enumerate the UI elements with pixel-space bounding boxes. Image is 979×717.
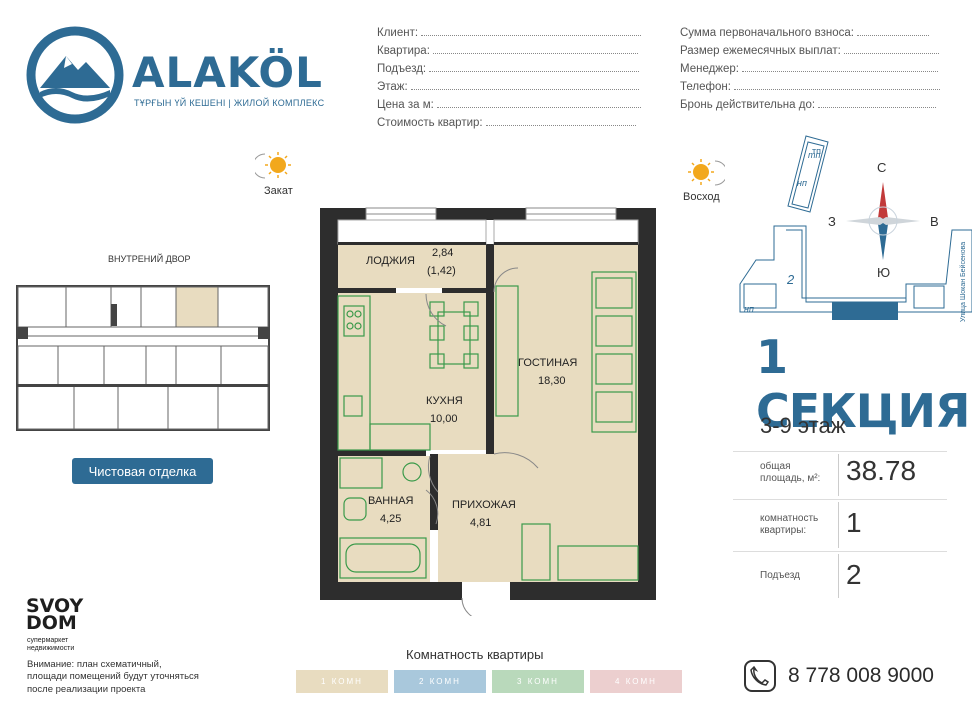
svoy-sub: супермаркет недвижимости (27, 637, 75, 652)
room-loggia-area2: (1,42) (427, 265, 456, 277)
compass-n: С (877, 160, 887, 175)
section-floors: 3-9 этаж (760, 413, 846, 438)
compass-e: В (930, 214, 939, 229)
stat-rooms-value: 1 (846, 507, 862, 538)
room-loggia-area: 2,84 (432, 247, 454, 259)
form-booking: Бронь действительна до: (680, 98, 937, 111)
site-np2: нп (744, 304, 754, 314)
section-title: 1 СЕКЦИЯ (756, 330, 970, 438)
sun-icon (252, 148, 295, 182)
brand-subtitle: ТҰРҒЫН ҮЙ КЕШЕНІ | ЖИЛОЙ КОМПЛЕКС (134, 98, 325, 108)
room-kitchen-name: КУХНЯ (426, 395, 463, 407)
form-price: Цена за м: (377, 98, 642, 111)
form-entrance: Подъезд: (377, 62, 640, 75)
phone-icon (744, 660, 776, 692)
site-np: нп (797, 178, 807, 188)
room-count-2[interactable]: 2 КОМН (394, 670, 486, 693)
street-label: Улица Шокан Бейсенова (960, 241, 967, 322)
form-phone: Телефон: (680, 80, 941, 93)
room-living-name: ГОСТИНАЯ (518, 357, 578, 369)
site-building-number: 2 (787, 272, 795, 287)
phone-number[interactable]: 8 778 008 9000 (788, 664, 934, 687)
brand-name: ALAKÖL (132, 48, 323, 97)
courtyard-label: ВНУТРЕНИЙ ДВОР (108, 254, 191, 264)
site-tp: тп (808, 150, 821, 160)
form-cost: Стоимость квартир: (377, 116, 636, 129)
apartment-floor-plan (320, 206, 656, 621)
room-bath-name: ВАННАЯ (368, 495, 414, 507)
compass-w: З (828, 214, 836, 229)
stat-entrance-value: 2 (846, 559, 862, 590)
stat-area-label: общая площадь, м²: (760, 461, 821, 484)
room-hall-name: ПРИХОЖАЯ (452, 499, 516, 511)
form-client: Клиент: (377, 26, 642, 39)
room-count-1[interactable]: 1 КОМН (296, 670, 388, 693)
stat-entrance-label: Подъезд (760, 570, 800, 581)
room-hall-area: 4,81 (470, 517, 492, 529)
sunrise-label: Восход (683, 191, 720, 203)
site-tp-label: тп (812, 146, 821, 156)
room-count-title: Комнатность квартиры (406, 647, 544, 662)
form-floor: Этаж: (377, 80, 639, 93)
disclaimer-note: Внимание: план схематичный,площади помещ… (27, 659, 199, 695)
floor-overview-map (16, 284, 270, 432)
room-loggia-name: ЛОДЖИЯ (366, 255, 415, 267)
room-bath-area: 4,25 (380, 513, 402, 525)
compass-icon (840, 176, 926, 266)
room-kitchen-area: 10,00 (430, 413, 458, 425)
form-apartment: Квартира: (377, 44, 639, 57)
room-count-4[interactable]: 4 КОМН (590, 670, 682, 693)
finish-button[interactable]: Чистовая отделка (72, 458, 213, 484)
form-downpayment: Сумма первоначального взноса: (680, 26, 930, 39)
form-manager: Менеджер: (680, 62, 939, 75)
logo-emblem (26, 26, 124, 124)
form-monthly: Размер ежемесячных выплат: (680, 44, 940, 57)
compass-s: Ю (877, 265, 891, 280)
sunset-label: Закат (264, 185, 293, 197)
stat-rooms-label: комнатность квартиры: (760, 513, 819, 536)
room-living-area: 18,30 (538, 375, 566, 387)
stat-area-value: 38.78 (846, 455, 917, 486)
room-count-3[interactable]: 3 КОМН (492, 670, 584, 693)
sun-icon (683, 155, 728, 189)
